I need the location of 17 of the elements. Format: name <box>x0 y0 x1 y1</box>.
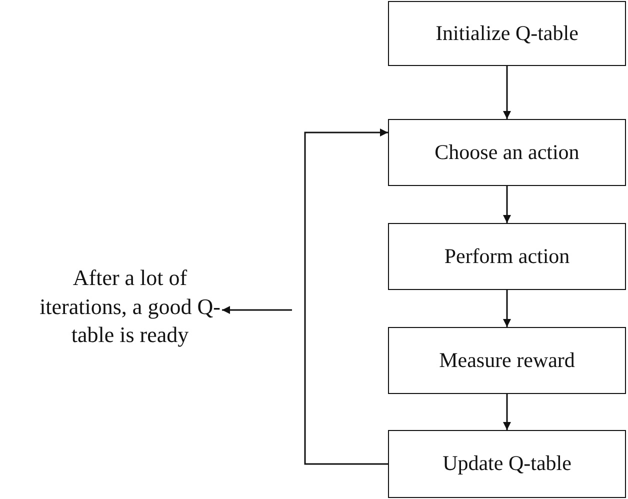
process-box <box>388 430 626 498</box>
arrow <box>503 394 511 430</box>
box-label: Perform action <box>444 242 570 270</box>
arrow <box>304 128 388 465</box>
process-box <box>388 119 626 186</box>
box-label: Update Q-table <box>442 450 572 478</box>
box-label: Measure reward <box>439 346 575 374</box>
note-text: After a lot of iterations, a good Q-table is ready <box>38 264 222 350</box>
box-label: Choose an action <box>434 138 580 166</box>
arrow <box>222 306 292 314</box>
arrow <box>503 66 511 119</box>
box-label: Initialize Q-table <box>436 20 578 47</box>
process-box <box>388 1 626 66</box>
process-box <box>388 223 626 290</box>
arrow <box>503 186 511 223</box>
arrow <box>503 290 511 327</box>
process-box <box>388 327 626 394</box>
